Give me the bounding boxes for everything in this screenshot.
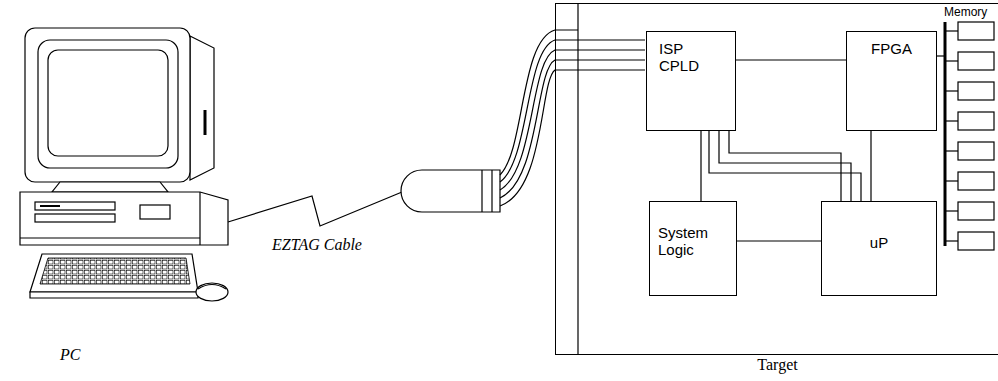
box-label: System Logic	[658, 224, 732, 259]
logic-box: System Logic	[649, 201, 737, 296]
pc-label: PC	[60, 346, 80, 364]
connector-wire	[736, 59, 846, 60]
target-board: ISP CPLDFPGASystem LogicuPTarget	[555, 3, 998, 355]
box-label: uP	[826, 234, 932, 251]
connector-wire	[729, 131, 841, 201]
board-strip	[577, 3, 578, 355]
memory-stub	[945, 210, 958, 211]
jtag-lines	[578, 40, 645, 70]
memory-stub	[945, 240, 958, 241]
memory-stub	[945, 90, 958, 91]
connector-wire	[700, 131, 701, 201]
memory-chip	[958, 232, 994, 250]
memory-stub	[945, 150, 958, 151]
connector-wire	[870, 131, 871, 201]
memory-chip	[958, 82, 994, 100]
memory-chip	[958, 52, 994, 70]
connector-wire	[719, 131, 851, 201]
memory-bank	[935, 22, 994, 250]
memory-label: Memory	[944, 5, 987, 19]
memory-stub	[945, 120, 958, 121]
box-label: FPGA	[851, 40, 932, 57]
box-label: ISP CPLD	[659, 40, 705, 75]
cpld-box: ISP CPLD	[646, 31, 736, 131]
cable-label: EZTAG Cable	[272, 236, 362, 254]
memory-chip	[958, 112, 994, 130]
memory-chip	[958, 142, 994, 160]
memory-chip	[958, 22, 994, 40]
connector-wire	[737, 240, 821, 241]
memory-chip	[958, 202, 994, 220]
cable-connector	[401, 170, 500, 212]
cable-wires	[500, 30, 578, 206]
memory-stub	[945, 180, 958, 181]
pc-illustration	[20, 28, 228, 301]
fpga-box: FPGA	[846, 31, 937, 131]
memory-chip	[958, 172, 994, 190]
memory-stub	[945, 30, 958, 31]
connector-wire	[709, 131, 861, 201]
cable	[228, 192, 402, 226]
processor-box: uP	[821, 201, 937, 296]
memory-stub	[945, 60, 958, 61]
board-caption: Target	[556, 356, 998, 374]
